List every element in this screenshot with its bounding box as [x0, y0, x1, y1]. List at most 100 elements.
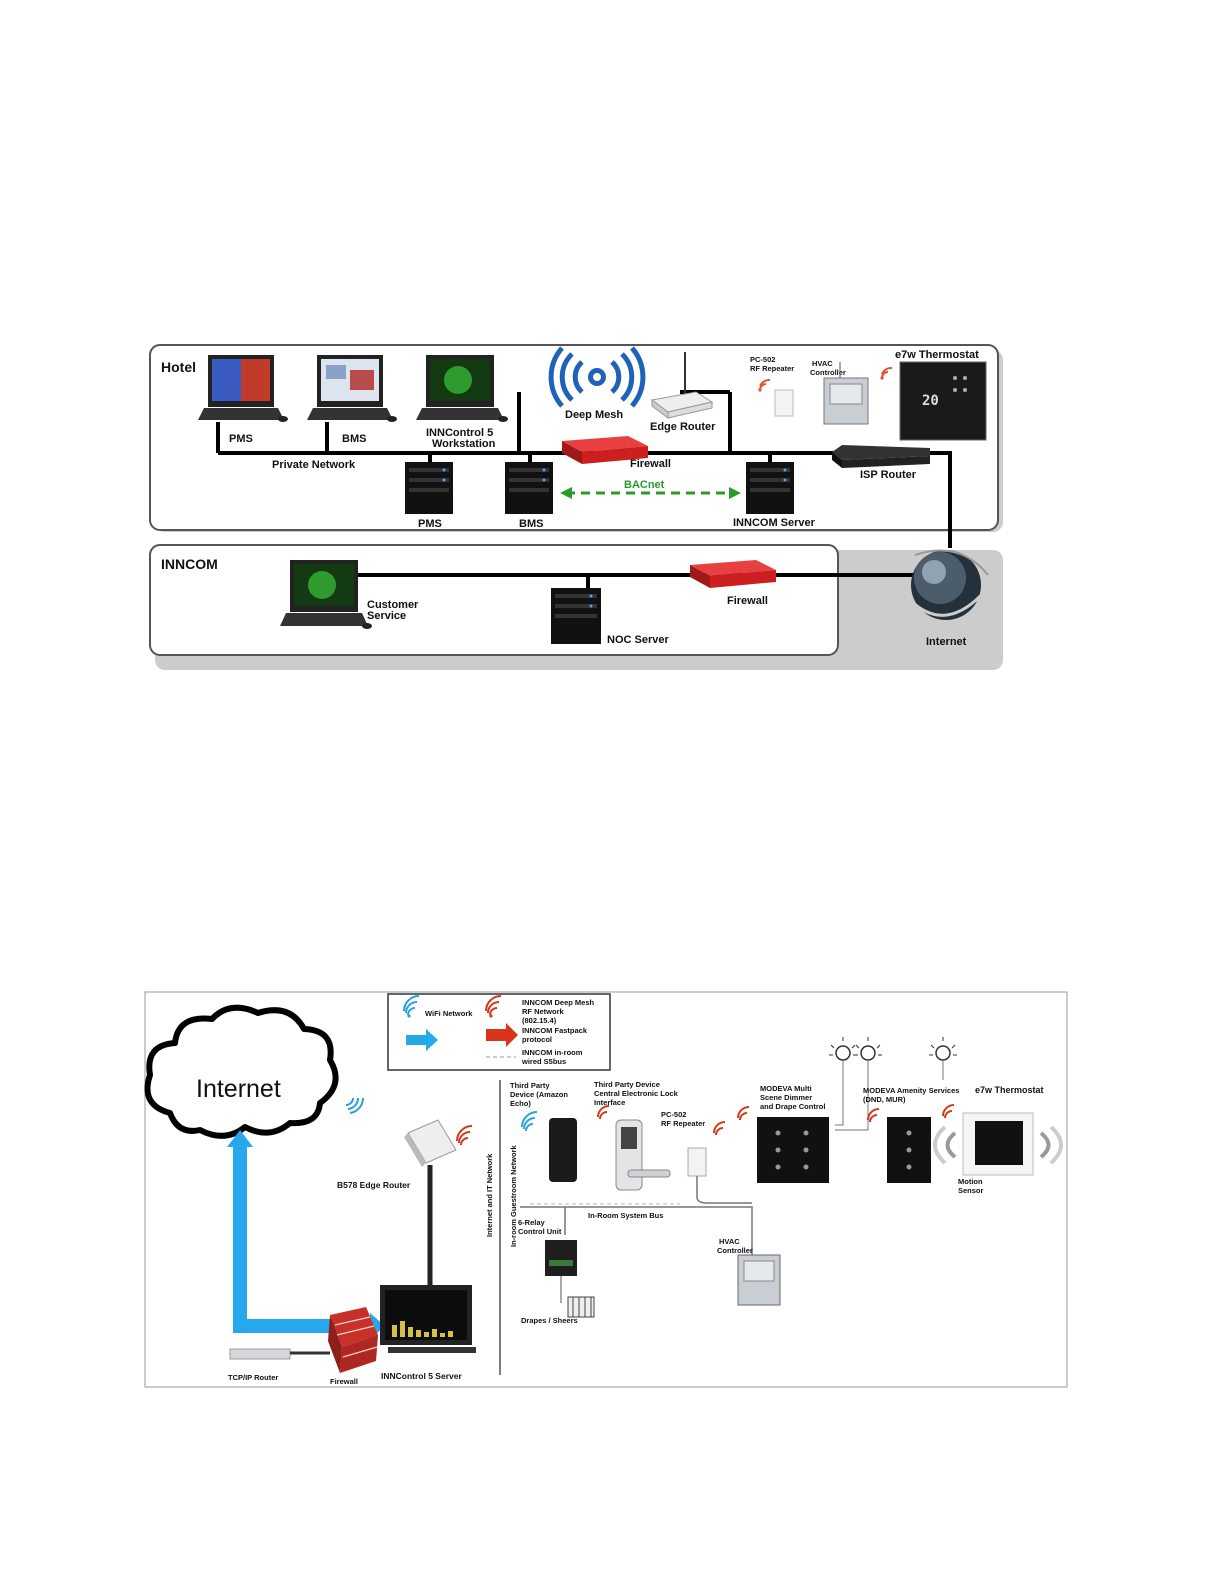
- pms-server-label: PMS: [418, 518, 442, 530]
- private-network-label: Private Network: [272, 459, 356, 471]
- edge-router-icon: [404, 1119, 457, 1167]
- inncom-server: [746, 462, 794, 514]
- hvac-label-2: Controller: [717, 1246, 753, 1255]
- red-arrow-icon: [486, 1023, 518, 1047]
- legend-mesh-3: (802.15.4): [522, 1016, 557, 1025]
- pc502-label-2: RF Repeater: [661, 1119, 705, 1128]
- pc502-label-2: RF Repeater: [750, 364, 794, 373]
- firewall-icon: [690, 560, 776, 588]
- thermostat-label: e7w Thermostat: [895, 349, 979, 361]
- thermostat-device: [933, 1112, 1063, 1176]
- internet-cloud: [144, 1004, 339, 1139]
- bms-workstation: [307, 355, 397, 422]
- edge-router-label: Edge Router: [650, 421, 716, 433]
- deep-mesh-icon: [548, 346, 646, 408]
- wifi-icon: [521, 1111, 538, 1132]
- drapes-icon: [567, 1296, 595, 1318]
- customer-service-label: Customer: [367, 599, 419, 611]
- modeva-scene-label-2: Scene Dimmer: [760, 1093, 812, 1102]
- legend-mesh-2: RF Network: [522, 1007, 565, 1016]
- relay-label-2: Control Unit: [518, 1227, 562, 1236]
- legend-fastpack: INNCOM Fastpack: [522, 1026, 588, 1035]
- firewall-icon: [562, 436, 648, 464]
- vertical-label-guestroom: In-room Guestroom Network: [509, 1144, 518, 1247]
- pc502-label: PC-502: [661, 1110, 686, 1119]
- pms-workstation-label: PMS: [229, 433, 253, 445]
- firewall-brick-icon: [328, 1307, 378, 1373]
- system-bus-label: In-Room System Bus: [588, 1211, 663, 1220]
- modeva-amenity-label: MODEVA Amenity Services: [863, 1086, 959, 1095]
- third-party-label-3: Echo): [510, 1099, 531, 1108]
- third-party-label: Third Party: [510, 1081, 550, 1090]
- edge-router-label: B578 Edge Router: [337, 1180, 411, 1190]
- motion-sensor-label: Motion: [958, 1177, 983, 1186]
- motion-sensor-label-2: Sensor: [958, 1186, 984, 1195]
- bms-server-label: BMS: [519, 518, 543, 530]
- light-bulb-icon: [929, 1037, 957, 1080]
- pc502-label: PC-502: [750, 355, 775, 364]
- thermostat-display: 20: [922, 393, 939, 409]
- bms-workstation-label: BMS: [342, 433, 366, 445]
- guestroom-network-diagram: WiFi Network INNCOM Deep Mesh RF Network…: [144, 991, 1068, 1388]
- noc-server-label: NOC Server: [607, 634, 669, 646]
- customer-service-label-2: Service: [367, 610, 406, 622]
- globe-icon: [908, 549, 989, 620]
- hotel-network-diagram: Hotel INNCOM PMS BMS INNControl 5 Workst…: [149, 344, 1003, 670]
- isp-router-icon: [832, 445, 930, 468]
- hvac-label: HVAC: [812, 359, 833, 368]
- thermostat-label: e7w Thermostat: [975, 1085, 1044, 1095]
- firewall-label: Firewall: [630, 458, 671, 470]
- firewall-inncom-label: Firewall: [727, 595, 768, 607]
- legend-wired-2: wired S5bus: [521, 1057, 566, 1066]
- pms-server: [405, 462, 453, 514]
- hvac-label-2: Controller: [810, 368, 846, 377]
- signal-icon: [758, 378, 771, 392]
- third-party-label-2: Device (Amazon: [510, 1090, 568, 1099]
- light-bulb-icon: [835, 1037, 882, 1131]
- deep-mesh-label: Deep Mesh: [565, 409, 623, 421]
- inncom-zone-title: INNCOM: [161, 556, 218, 572]
- vertical-label-it: Internet and IT Network: [485, 1153, 494, 1237]
- tcpip-router-label: TCP/IP Router: [228, 1373, 278, 1382]
- legend-mesh: INNCOM Deep Mesh: [522, 998, 595, 1007]
- mesh-signal-icon: [485, 995, 502, 1018]
- inncom-server-label: INNCOM Server: [733, 517, 816, 529]
- inncontrol-server-monitor: [380, 1285, 476, 1353]
- wifi-icon: [403, 995, 420, 1018]
- noc-server: [551, 588, 601, 644]
- hvac-controller: [823, 362, 869, 425]
- hvac-controller: [737, 1254, 781, 1306]
- drapes-label: Drapes / Sheers: [521, 1316, 578, 1325]
- light-bulb-icon: [829, 1037, 857, 1126]
- lock-label: Third Party Device: [594, 1080, 660, 1089]
- inncontrol-workstation-label: INNControl 5: [426, 427, 493, 439]
- lock-label-3: Interface: [594, 1098, 625, 1107]
- inncontrol-workstation-label-2: Workstation: [432, 438, 496, 450]
- pc502-repeater: [774, 389, 794, 417]
- pc502-repeater: [687, 1147, 707, 1177]
- legend-wired: INNCOM in-room: [522, 1048, 583, 1057]
- mesh-signal-icon: [597, 1105, 610, 1120]
- tcpip-router-icon: [229, 1348, 330, 1360]
- internet-label: Internet: [926, 636, 967, 648]
- server-label: INNControl 5 Server: [381, 1371, 462, 1381]
- mesh-signal-icon: [713, 1106, 750, 1136]
- lock-label-2: Central Electronic Lock: [594, 1089, 679, 1098]
- relay-control-unit: [545, 1240, 577, 1303]
- modeva-scene-label: MODEVA Multi: [760, 1084, 812, 1093]
- pms-workstation: [198, 355, 288, 422]
- mesh-signal-icon: [867, 1104, 955, 1123]
- private-network-line: [218, 451, 952, 548]
- blue-arrow-icon: [406, 1029, 438, 1051]
- legend-wifi: WiFi Network: [425, 1009, 473, 1018]
- modeva-scene-panel: [757, 1117, 829, 1183]
- edge-router-icon: [650, 352, 714, 419]
- bacnet-label: BACnet: [624, 479, 665, 491]
- relay-label: 6-Relay: [518, 1218, 546, 1227]
- hvac-label: HVAC: [719, 1237, 740, 1246]
- hotel-zone-title: Hotel: [161, 359, 196, 375]
- modeva-amenity-label-2: (DND, MUR): [863, 1095, 906, 1104]
- bms-server: [505, 462, 553, 514]
- mesh-signal-icon: [456, 1125, 473, 1146]
- internet-label: Internet: [196, 1075, 281, 1103]
